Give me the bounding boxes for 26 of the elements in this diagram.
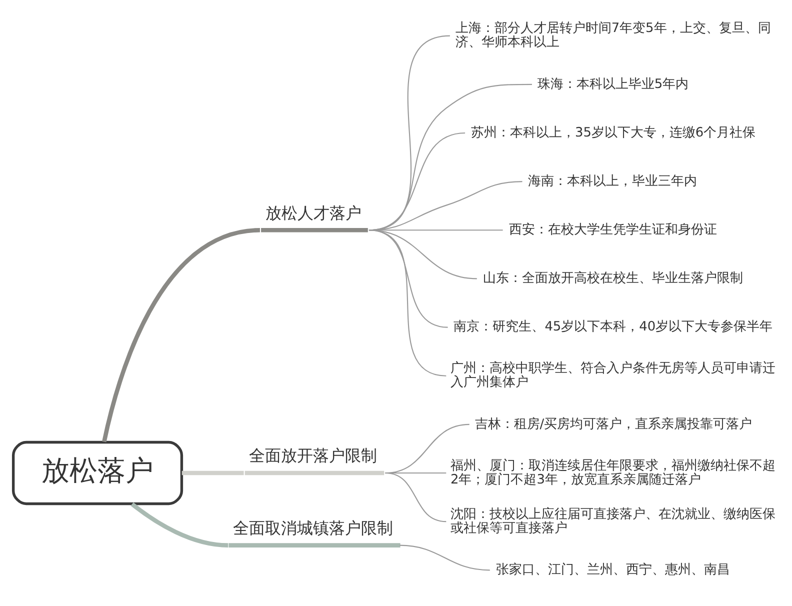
node-text: 福州、厦门：取消连续居住年限要求，福州缴纳社保不超2年；厦门不超3年，放宽直系亲属随迁落户 [450, 458, 775, 488]
node-label: 放松人才落户 [264, 203, 361, 222]
node-label: 全面放开落户限制 [248, 446, 377, 466]
node-text: 上海：部分人才居转户时间7年变5年，上交、复旦、同济、华师本科以上 [454, 21, 770, 50]
node-text: 珠海：本科以上毕业5年内 [536, 76, 688, 92]
connector [368, 230, 446, 376]
node-text: 沈阳：技校以上应往届可直接落户、在沈就业、缴纳医保或社保等可直接落户 [450, 506, 775, 536]
node-label: 全面取消城镇落户限制 [232, 518, 392, 538]
node-text: 山东：全面放开高校在校生、毕业生落户限制 [482, 271, 742, 286]
connector [102, 228, 260, 442]
node-text: 广州：高校中职学生、符合入户条件无房等人员可申请迁入广州集体户 [450, 361, 775, 390]
node-box [244, 470, 384, 476]
node-text: 苏州：本科以上，35岁以下大专，连缴6个月社保 [470, 125, 756, 140]
node-text: 西安：在校大学生凭学生证和身份证 [508, 222, 716, 238]
node-text: 张家口、江门、兰州、西宁、惠州、南昌 [495, 562, 730, 578]
node-box [228, 543, 400, 548]
node-text: 吉林：租房/买房均可落户，直系亲属投靠可落户 [474, 416, 752, 432]
connector [384, 472, 446, 522]
connector [399, 544, 490, 571]
node-text: 海南：本科以上，毕业三年内 [528, 174, 697, 189]
node-box: 放松落户 [11, 440, 183, 506]
connector [181, 470, 244, 476]
node-box [260, 228, 368, 232]
node-text: 南京：研究生、45岁以下本科，40岁以下大专参保半年 [453, 320, 772, 335]
connector [130, 502, 228, 548]
connector [368, 230, 448, 328]
